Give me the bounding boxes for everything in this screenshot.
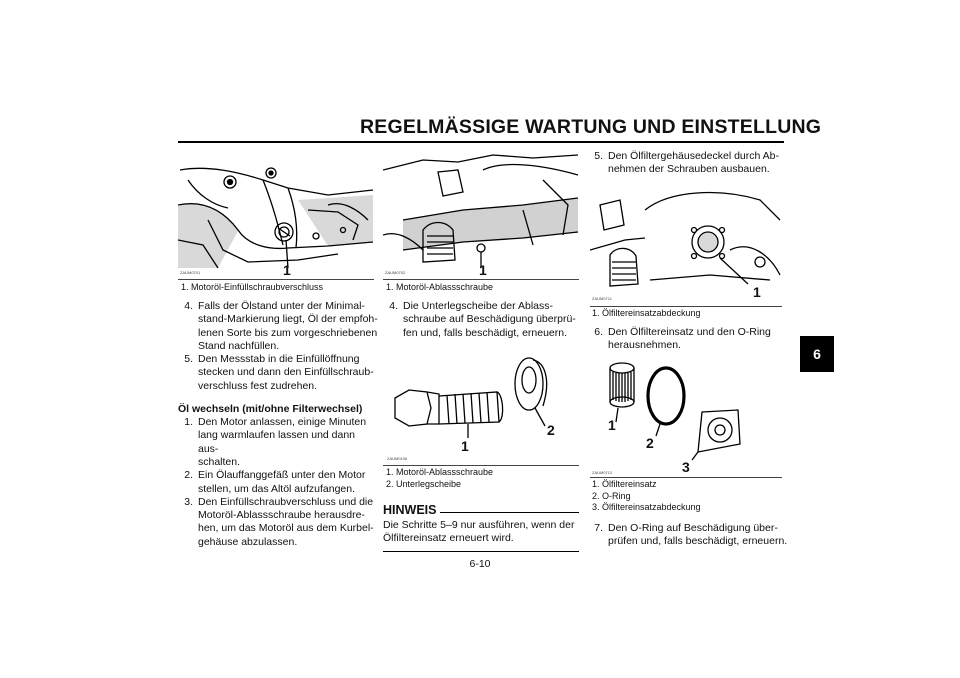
figure-code: ZAUM0711 [592, 296, 612, 301]
figure-caption: 1.Ölfiltereinsatz 2.O-Ring 3.Ölfilterein… [592, 479, 788, 514]
caption-rule [383, 279, 579, 280]
steps-list: 4. Falls der Ölstand unter der Minimal-s… [178, 300, 378, 549]
caption-item: 1.Motoröl-Ablassschraube [386, 467, 494, 477]
step-7-oring: 7. Den O-Ring auf Beschädigung über-prüf… [594, 522, 788, 548]
note-text: Die Schritte 5–9 nur ausführen, wenn der… [383, 519, 575, 545]
caption-item: 1.Ölfiltereinsatz [592, 479, 657, 489]
caption-item: 2.Unterlegscheibe [386, 478, 462, 489]
figure-caption: 1.Ölfiltereinsatzabdeckung [592, 308, 788, 320]
callout-1: 1 [479, 262, 487, 278]
note-box: HINWEIS Die Schritte 5–9 nur ausführen, … [383, 503, 579, 552]
note-rule [383, 550, 579, 552]
figure-drain-bolt-and-washer: ZAUM0106 1 2 [383, 346, 579, 464]
figure-filter-parts: ZAUM0712 1 2 3 [590, 356, 782, 476]
figure-code: ZAUM0701 [180, 270, 201, 275]
section-tab: 6 [800, 336, 834, 372]
page-header-title: REGELMÄSSIGE WARTUNG UND EINSTELLUNG [360, 116, 822, 138]
caption-rule [590, 306, 782, 307]
bolt-washer-illustration [394, 357, 548, 438]
engine-filler-illustration [178, 167, 374, 269]
callout-2: 2 [547, 422, 555, 438]
figure-drain-bolt-location: ZAUM0702 1 [383, 150, 579, 278]
caption-item: 1.Motoröl-Einfüllschraubverschluss [181, 282, 324, 292]
figure-code: ZAUM0702 [385, 270, 406, 275]
caption-rule [383, 465, 579, 466]
figure-caption: 1.Motoröl-Einfüllschraubverschluss [181, 282, 377, 294]
step-4: 4. Falls der Ölstand unter der Minimal-s… [184, 300, 378, 352]
callout-1: 1 [461, 438, 469, 454]
filter-parts-illustration [609, 362, 741, 461]
caption-item: 3.Ölfiltereinsatzabdeckung [592, 502, 701, 512]
figure-code: ZAUM0712 [592, 470, 613, 475]
section-heading: Öl wechseln (mit/ohne Filterwechsel) [178, 403, 363, 416]
figure-caption: 1.Motoröl-Ablassschraube [386, 282, 582, 294]
caption-rule [590, 477, 782, 478]
figure-caption: 1.Motoröl-Ablassschraube 2.Unterlegschei… [386, 467, 582, 490]
caption-rule [178, 279, 374, 280]
note-heading: HINWEIS [383, 503, 437, 517]
callout-1: 1 [283, 262, 291, 278]
caption-item: 1.Motoröl-Ablassschraube [386, 282, 494, 292]
callout-3: 3 [682, 459, 690, 475]
caption-item: 1.Ölfiltereinsatzabdeckung [592, 308, 701, 318]
page-number: 6-10 [469, 558, 491, 570]
callout-1: 1 [753, 284, 761, 300]
step-4-washer: 4. Die Unterlegscheibe der Ablass-schrau… [389, 300, 576, 339]
engine-underside-illustration [383, 154, 579, 268]
figure-oil-filler-cap: ZAUM0701 1 [178, 150, 374, 278]
figure-code: ZAUM0106 [387, 456, 408, 461]
callout-2: 2 [646, 435, 654, 451]
filter-cover-illustration [590, 191, 781, 287]
figure-filter-cover-location: ZAUM0711 1 [590, 180, 782, 306]
caption-item: 2.O-Ring [592, 490, 631, 501]
callout-1: 1 [608, 417, 616, 433]
header-rule [178, 141, 784, 143]
step-5-cover: 5. Den Ölfiltergehäusedeckel durch Ab-ne… [594, 150, 780, 176]
